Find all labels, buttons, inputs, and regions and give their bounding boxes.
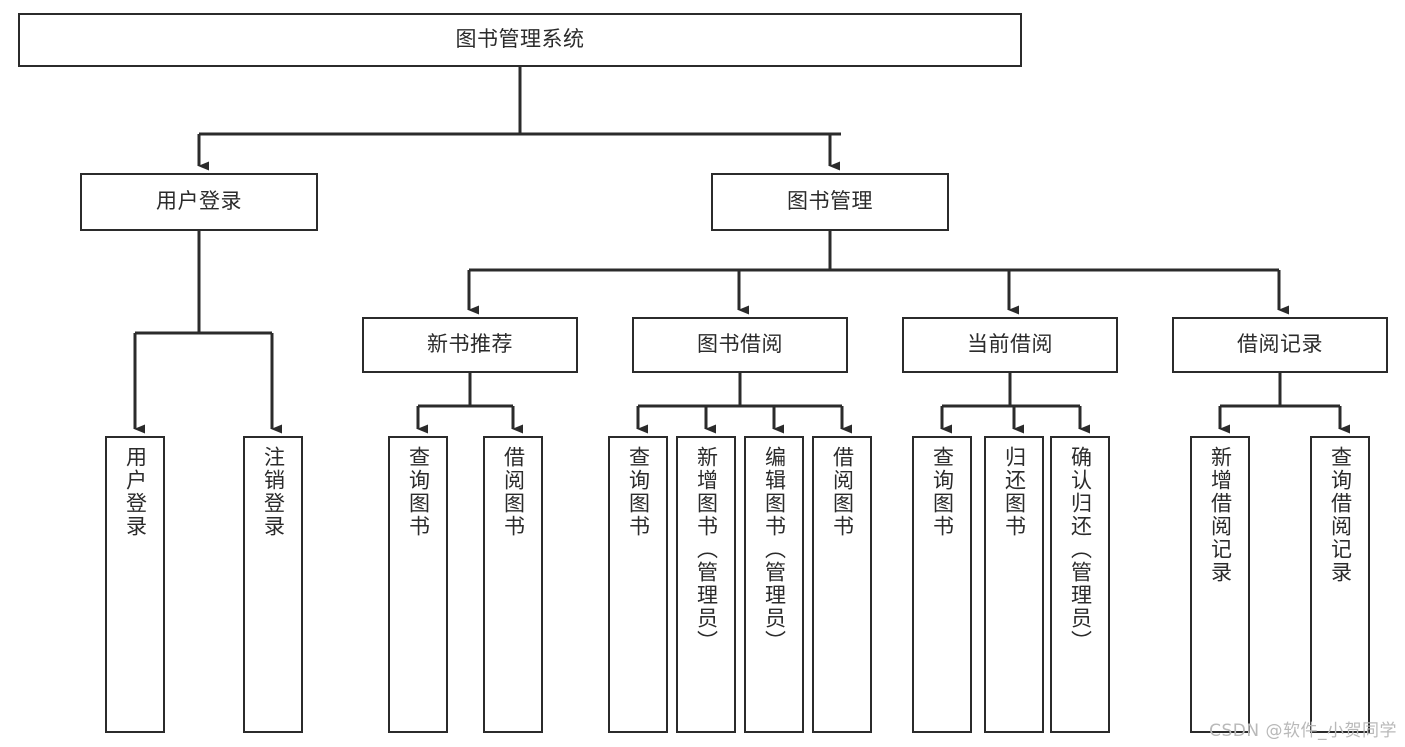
node-leaf-logout[interactable]: 注销登录 [243, 436, 303, 733]
node-leaf-borrow-book-a[interactable]: 借阅图书 [483, 436, 543, 733]
node-new-book-recommend[interactable]: 新书推荐 [362, 317, 578, 373]
node-leaf-user-login[interactable]: 用户登录 [105, 436, 165, 733]
node-user-login-label: 用户登录 [156, 189, 242, 214]
node-book-borrow[interactable]: 图书借阅 [632, 317, 848, 373]
node-new-book-recommend-label: 新书推荐 [427, 332, 513, 357]
node-current-borrow-label: 当前借阅 [967, 332, 1053, 357]
node-root[interactable]: 图书管理系统 [18, 13, 1022, 67]
node-leaf-borrow-book-b[interactable]: 借阅图书 [812, 436, 872, 733]
node-leaf-confirm-return[interactable]: 确认归还（管理员） [1050, 436, 1110, 733]
node-leaf-query-book-a-label: 查询图书 [406, 446, 431, 538]
node-leaf-edit-book[interactable]: 编辑图书（管理员） [744, 436, 804, 733]
node-leaf-edit-book-label: 编辑图书（管理员） [762, 446, 787, 653]
node-leaf-add-record-label: 新增借阅记录 [1208, 446, 1233, 584]
node-leaf-confirm-return-label: 确认归还（管理员） [1068, 446, 1093, 653]
node-leaf-return-book-label: 归还图书 [1002, 446, 1027, 538]
node-leaf-return-book[interactable]: 归还图书 [984, 436, 1044, 733]
node-user-login[interactable]: 用户登录 [80, 173, 318, 231]
node-leaf-query-book-b-label: 查询图书 [626, 446, 651, 538]
node-leaf-query-record-label: 查询借阅记录 [1328, 446, 1353, 584]
node-book-manage[interactable]: 图书管理 [711, 173, 949, 231]
node-current-borrow[interactable]: 当前借阅 [902, 317, 1118, 373]
node-borrow-record[interactable]: 借阅记录 [1172, 317, 1388, 373]
node-book-borrow-label: 图书借阅 [697, 332, 783, 357]
node-borrow-record-label: 借阅记录 [1237, 332, 1323, 357]
node-root-label: 图书管理系统 [455, 27, 585, 52]
node-leaf-borrow-book-b-label: 借阅图书 [830, 446, 855, 538]
node-leaf-add-book[interactable]: 新增图书（管理员） [676, 436, 736, 733]
node-leaf-query-book-b[interactable]: 查询图书 [608, 436, 668, 733]
node-leaf-query-record[interactable]: 查询借阅记录 [1310, 436, 1370, 733]
node-leaf-query-book-c[interactable]: 查询图书 [912, 436, 972, 733]
node-book-manage-label: 图书管理 [787, 189, 873, 214]
csdn-watermark: CSDN @软件_小贺同学 [1209, 721, 1397, 741]
node-leaf-user-login-label: 用户登录 [123, 446, 148, 538]
node-leaf-logout-label: 注销登录 [261, 446, 286, 538]
node-leaf-borrow-book-a-label: 借阅图书 [501, 446, 526, 538]
node-leaf-add-record[interactable]: 新增借阅记录 [1190, 436, 1250, 733]
node-leaf-query-book-a[interactable]: 查询图书 [388, 436, 448, 733]
node-leaf-query-book-c-label: 查询图书 [930, 446, 955, 538]
node-leaf-add-book-label: 新增图书（管理员） [694, 446, 719, 653]
